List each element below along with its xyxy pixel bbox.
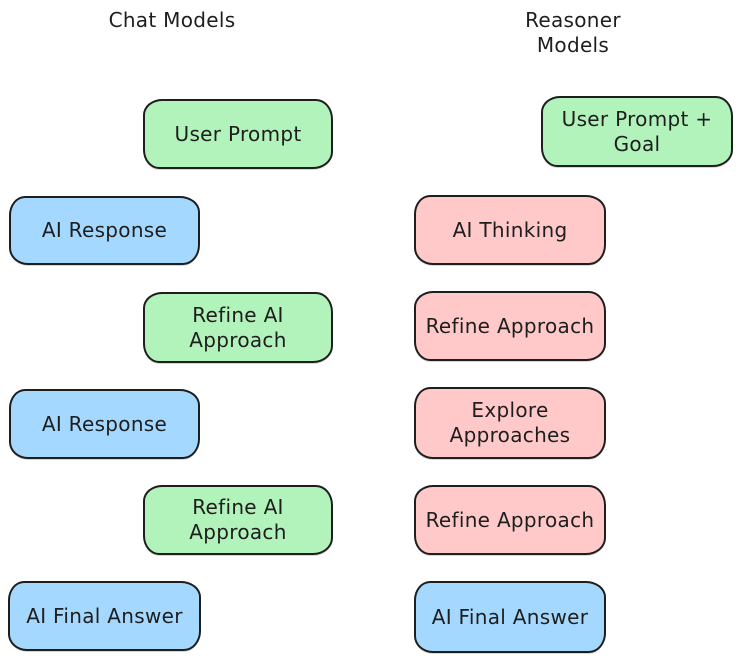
reasoner-refine-approach-1-box: Refine Approach: [414, 291, 606, 361]
chat-refine-ai-approach-2-box: Refine AI Approach: [143, 485, 333, 555]
column-title-reasoner-models: Reasoner Models: [525, 8, 621, 57]
reasoner-refine-approach-2-box: Refine Approach: [414, 485, 606, 555]
chat-ai-response-2-label: AI Response: [41, 411, 168, 436]
chat-refine-ai-approach-2-label: Refine AI Approach: [189, 495, 287, 544]
reasoner-refine-approach-2-label: Refine Approach: [425, 507, 595, 532]
reasoner-explore-approaches-label: Explore Approaches: [449, 398, 571, 447]
chat-ai-final-answer-box: AI Final Answer: [8, 581, 201, 651]
chat-user-prompt-label: User Prompt: [174, 121, 302, 146]
reasoner-user-prompt-goal-label: User Prompt + Goal: [561, 106, 713, 156]
reasoner-ai-thinking-box: AI Thinking: [414, 195, 606, 265]
reasoner-user-prompt-goal-box: User Prompt + Goal: [541, 96, 733, 167]
chat-ai-final-answer-label: AI Final Answer: [26, 603, 183, 628]
reasoner-ai-final-answer-box: AI Final Answer: [414, 581, 606, 653]
chat-refine-ai-approach-1-box: Refine AI Approach: [143, 292, 333, 363]
reasoner-ai-thinking-label: AI Thinking: [452, 217, 568, 242]
chat-ai-response-2-box: AI Response: [9, 389, 200, 459]
chat-ai-response-1-box: AI Response: [9, 196, 200, 265]
reasoner-explore-approaches-box: Explore Approaches: [414, 387, 606, 459]
reasoner-ai-final-answer-label: AI Final Answer: [431, 604, 589, 629]
chat-refine-ai-approach-1-label: Refine AI Approach: [189, 302, 287, 352]
column-title-chat-models: Chat Models: [108, 8, 236, 32]
chat-ai-response-1-label: AI Response: [41, 218, 168, 242]
reasoner-refine-approach-1-label: Refine Approach: [425, 313, 595, 338]
chat-user-prompt-box: User Prompt: [143, 99, 333, 169]
